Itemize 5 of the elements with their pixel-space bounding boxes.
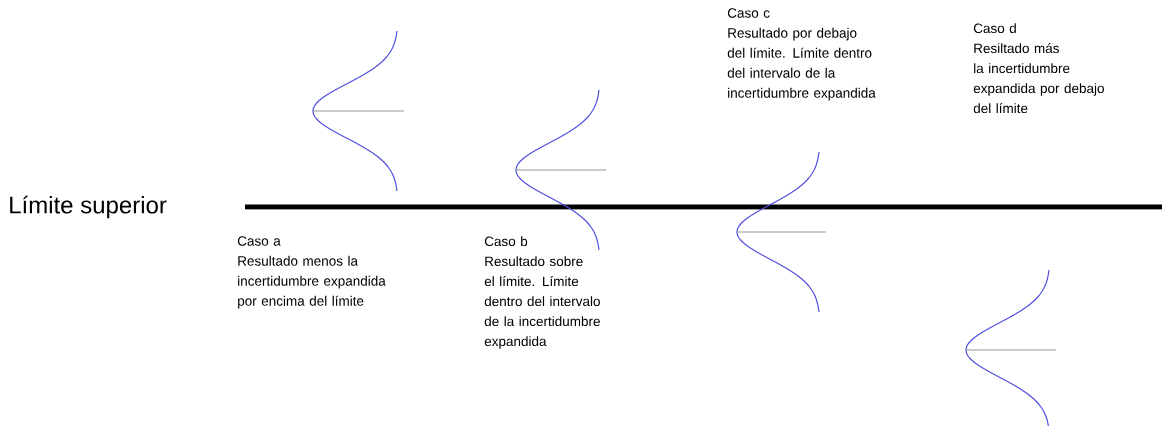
axis-label: Límite superior: [10, 195, 167, 219]
case-description: Caso a Resultado menos la incertidumbre expandida por encima del límite: [237, 236, 386, 309]
case-description: Caso c Resultado por debajo del límite. Límite dentro del intervalo de la incertidumbre expandida: [727, 8, 876, 101]
case-description: Caso b Resultado sobre el límite. Límite dentro del intervalo de la incertidumbre expandida: [484, 236, 600, 349]
case-description: Caso d Resiltado más la incertidumbre expandida por debajo del límite: [973, 23, 1104, 114]
